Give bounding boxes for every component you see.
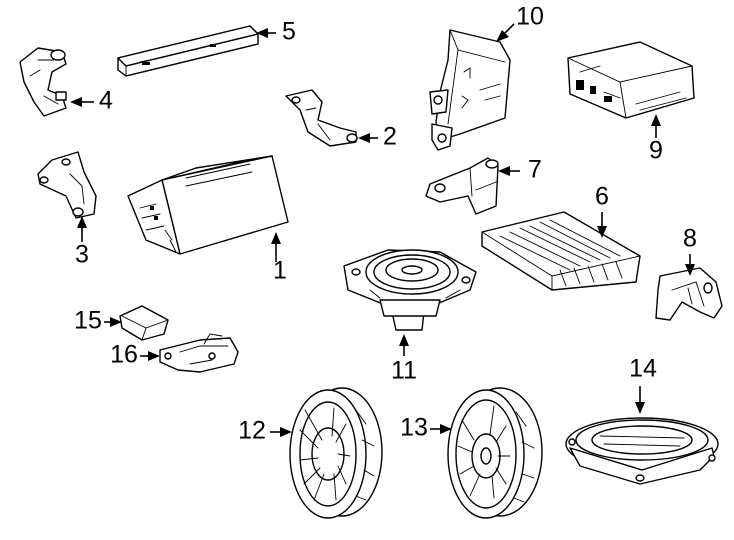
callout-1: 1 [271, 232, 287, 285]
callout-7: 7 [498, 156, 542, 184]
part-5-module[interactable] [117, 25, 259, 77]
part-12-speaker[interactable] [289, 387, 383, 519]
callout-1-label: 1 [273, 257, 287, 285]
part-2-bracket[interactable] [285, 89, 358, 147]
callout-12-label: 12 [238, 417, 266, 445]
callout-8-label: 8 [683, 225, 697, 253]
callout-8: 8 [683, 225, 697, 276]
callout-9: 9 [649, 114, 663, 165]
callout-15: 15 [74, 307, 122, 335]
callout-3-label: 3 [75, 241, 89, 269]
callout-14: 14 [629, 355, 657, 414]
part-6-amplifier[interactable] [481, 211, 641, 291]
callout-12: 12 [238, 417, 292, 445]
callout-3: 3 [75, 216, 89, 269]
callout-15-label: 15 [74, 307, 102, 335]
callout-13-label: 13 [400, 414, 428, 442]
part-3-bracket[interactable] [37, 151, 97, 219]
part-15-sensor[interactable] [119, 305, 169, 341]
callout-9-label: 9 [649, 137, 663, 165]
part-13-speaker[interactable] [447, 387, 543, 519]
callout-2: 2 [358, 123, 397, 151]
part-9-module[interactable] [567, 41, 695, 119]
callout-16-label: 16 [110, 341, 138, 369]
callout-4-label: 4 [99, 87, 113, 115]
callout-11-label: 11 [391, 357, 417, 385]
callout-6-label: 6 [595, 183, 609, 211]
callout-4: 4 [70, 87, 113, 115]
callout-10-label: 10 [516, 3, 544, 31]
part-1-head-unit[interactable] [127, 155, 289, 255]
callout-13: 13 [400, 414, 452, 442]
part-7-bracket[interactable] [425, 157, 499, 215]
part-14-speaker[interactable] [565, 417, 719, 485]
callout-5: 5 [256, 18, 296, 46]
callout-14-label: 14 [629, 355, 657, 383]
part-11-speaker[interactable] [343, 249, 477, 331]
part-8-bracket[interactable] [655, 267, 723, 321]
callout-6: 6 [595, 183, 609, 238]
part-10-control-module[interactable] [429, 29, 511, 151]
callout-16: 16 [110, 341, 160, 369]
callout-7-label: 7 [528, 156, 542, 184]
part-16-bracket[interactable] [159, 333, 239, 373]
callout-2-label: 2 [383, 123, 397, 151]
callout-10: 10 [496, 3, 544, 42]
callout-5-label: 5 [282, 18, 296, 46]
part-4-bracket[interactable] [19, 47, 67, 117]
callout-11: 11 [391, 334, 417, 385]
